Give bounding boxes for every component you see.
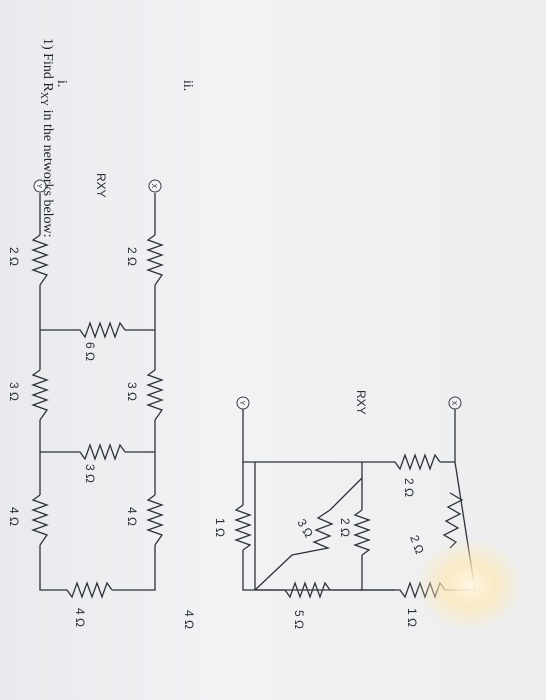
resistor-top-4 bbox=[146, 494, 164, 546]
circuit-ii: X Y RXY 2 Ω 2 Ω 6 Ω 3 Ω 3 Ω 3 Ω 4 Ω 4 Ω … bbox=[7, 173, 164, 627]
terminal-x bbox=[148, 179, 162, 193]
label-top-3: 3 Ω bbox=[125, 382, 139, 401]
resistor-inner-2 bbox=[353, 509, 371, 556]
resistor-shunt2-3 bbox=[75, 443, 126, 461]
label-diag-3: 3 Ω bbox=[294, 517, 316, 540]
label-diag-2: 2 Ω bbox=[407, 533, 427, 556]
label-right-1: 1 Ω bbox=[405, 608, 419, 627]
label-bottom-4: 4 Ω bbox=[182, 610, 196, 629]
resistor-y-2 bbox=[31, 234, 49, 286]
resistor-top-2 bbox=[392, 453, 441, 471]
question-heading: 1) Find RXY in the networks below: bbox=[38, 38, 55, 238]
resistor-bottom-4 bbox=[31, 494, 49, 546]
terminal-y bbox=[33, 179, 47, 193]
label-bottom-4: 4 Ω bbox=[7, 507, 21, 526]
svg-text:X: X bbox=[150, 184, 157, 189]
wire bbox=[242, 462, 395, 591]
label-top-4: 4 Ω bbox=[125, 507, 139, 526]
rxy-label: RXY bbox=[94, 173, 108, 198]
label-end-4: 4 Ω bbox=[73, 608, 87, 627]
label-shunt-6: 6 Ω bbox=[83, 342, 97, 361]
wire bbox=[254, 461, 362, 590]
resistor-mid-5 bbox=[280, 581, 331, 599]
terminal-y bbox=[236, 396, 250, 410]
label-x-2: 2 Ω bbox=[125, 247, 139, 266]
svg-text:1) Find RXY in the networks be: 1) Find RXY in the networks below: bbox=[38, 38, 55, 238]
wire bbox=[39, 193, 156, 591]
resistor-shunt-6 bbox=[75, 321, 126, 339]
resistor-bottom-1 bbox=[234, 504, 252, 551]
photo-glare bbox=[415, 537, 525, 633]
wire bbox=[254, 477, 363, 591]
wire bbox=[242, 403, 255, 463]
label-y-2: 2 Ω bbox=[7, 247, 21, 266]
label-shunt2-3: 3 Ω bbox=[83, 464, 97, 483]
label-top-2: 2 Ω bbox=[402, 478, 416, 497]
svg-text:Y: Y bbox=[238, 401, 245, 406]
svg-text:X: X bbox=[450, 401, 457, 406]
resistor-top-3 bbox=[146, 369, 164, 421]
part-ii-label: ii. bbox=[180, 80, 195, 91]
resistor-x-2 bbox=[146, 234, 164, 286]
resistor-end-4 bbox=[62, 581, 113, 599]
part-i-label: i. bbox=[54, 80, 69, 87]
rxy-label: RXY bbox=[354, 390, 368, 415]
label-mid-5: 5 Ω bbox=[292, 610, 306, 629]
label-bottom-1: 1 Ω bbox=[213, 518, 227, 537]
resistor-bottom-3 bbox=[31, 369, 49, 421]
svg-text:Y: Y bbox=[35, 184, 42, 189]
label-bottom-3: 3 Ω bbox=[7, 382, 21, 401]
terminal-x bbox=[448, 396, 462, 410]
circuit-i: X Y RXY 2 Ω 2 Ω 1 Ω 2 Ω 3 Ω 5 Ω 1 Ω 4 Ω bbox=[182, 390, 476, 629]
resistor-diag-3 bbox=[291, 509, 334, 556]
label-inner-2: 2 Ω bbox=[338, 518, 352, 537]
